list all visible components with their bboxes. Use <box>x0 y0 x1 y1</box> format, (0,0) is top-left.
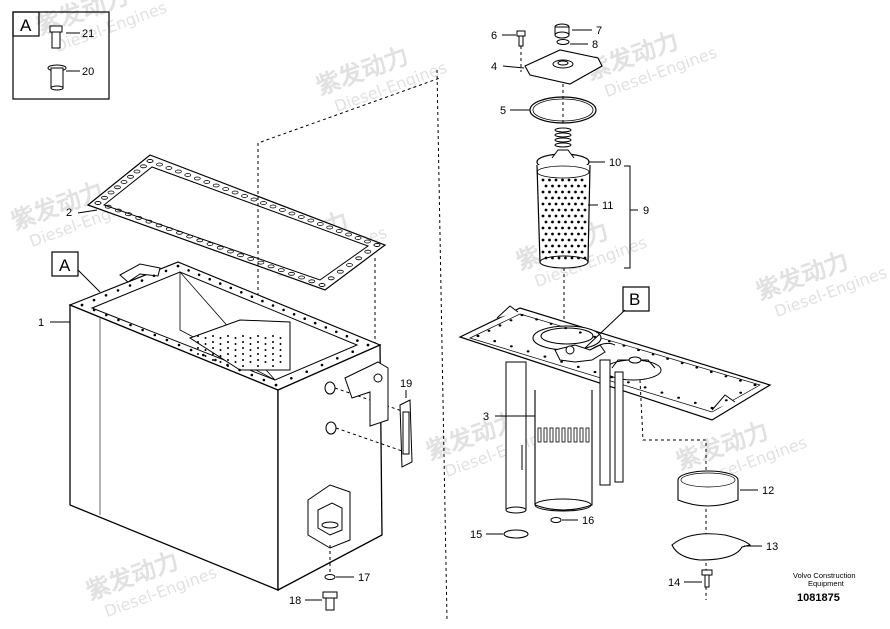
separator-line <box>436 69 448 621</box>
callout-20: 20 <box>82 66 94 78</box>
brand-line2: Equipment <box>808 579 845 588</box>
screw-6 <box>516 30 526 47</box>
o-ring-15 <box>503 529 529 539</box>
bolt-icon <box>49 25 63 49</box>
callout-11: 11 <box>602 200 613 212</box>
cap-7 <box>554 23 570 39</box>
callout-14: 14 <box>668 577 680 589</box>
callout-10: 10 <box>609 157 621 169</box>
callout-3: 3 <box>483 411 489 423</box>
gasket <box>86 154 387 291</box>
inset-label: A <box>20 16 32 35</box>
inset-a: A 21 20 <box>12 11 110 100</box>
callout-7: 7 <box>596 25 602 37</box>
ring-12 <box>677 470 739 507</box>
cover-plate <box>524 49 603 85</box>
callout-1: 1 <box>38 317 44 329</box>
drain-plug <box>322 591 338 611</box>
callout-6: 6 <box>491 30 497 42</box>
callout-19: 19 <box>400 378 412 390</box>
callout-2: 2 <box>66 207 72 219</box>
callout-21: 21 <box>82 28 94 40</box>
o-ring-16 <box>550 517 562 523</box>
plate-13 <box>671 533 752 561</box>
callout-17: 17 <box>358 572 370 584</box>
brand-line1: Volvo Construction <box>793 571 856 580</box>
o-ring-17 <box>324 574 336 580</box>
callout-8: 8 <box>592 39 598 51</box>
callout-4: 4 <box>491 61 497 73</box>
detail-label-a: A <box>59 256 71 275</box>
detail-label-b: B <box>629 290 640 309</box>
washer-8 <box>556 39 570 45</box>
screw-14 <box>701 569 713 588</box>
callout-13: 13 <box>766 541 778 553</box>
callout-9: 9 <box>643 205 649 217</box>
bushing-icon <box>47 64 67 91</box>
tank-top-plate <box>458 305 772 421</box>
callout-12: 12 <box>762 485 774 497</box>
spring <box>554 127 572 148</box>
callout-18: 18 <box>289 595 301 607</box>
callout-15: 15 <box>470 529 482 541</box>
filter-element <box>536 149 591 269</box>
suction-strainer <box>505 359 624 514</box>
hydraulic-tank <box>68 261 406 592</box>
doc-number: 1081875 <box>797 592 840 604</box>
sight-glass <box>399 399 413 468</box>
callout-16: 16 <box>582 515 594 527</box>
callout-5: 5 <box>500 105 506 117</box>
